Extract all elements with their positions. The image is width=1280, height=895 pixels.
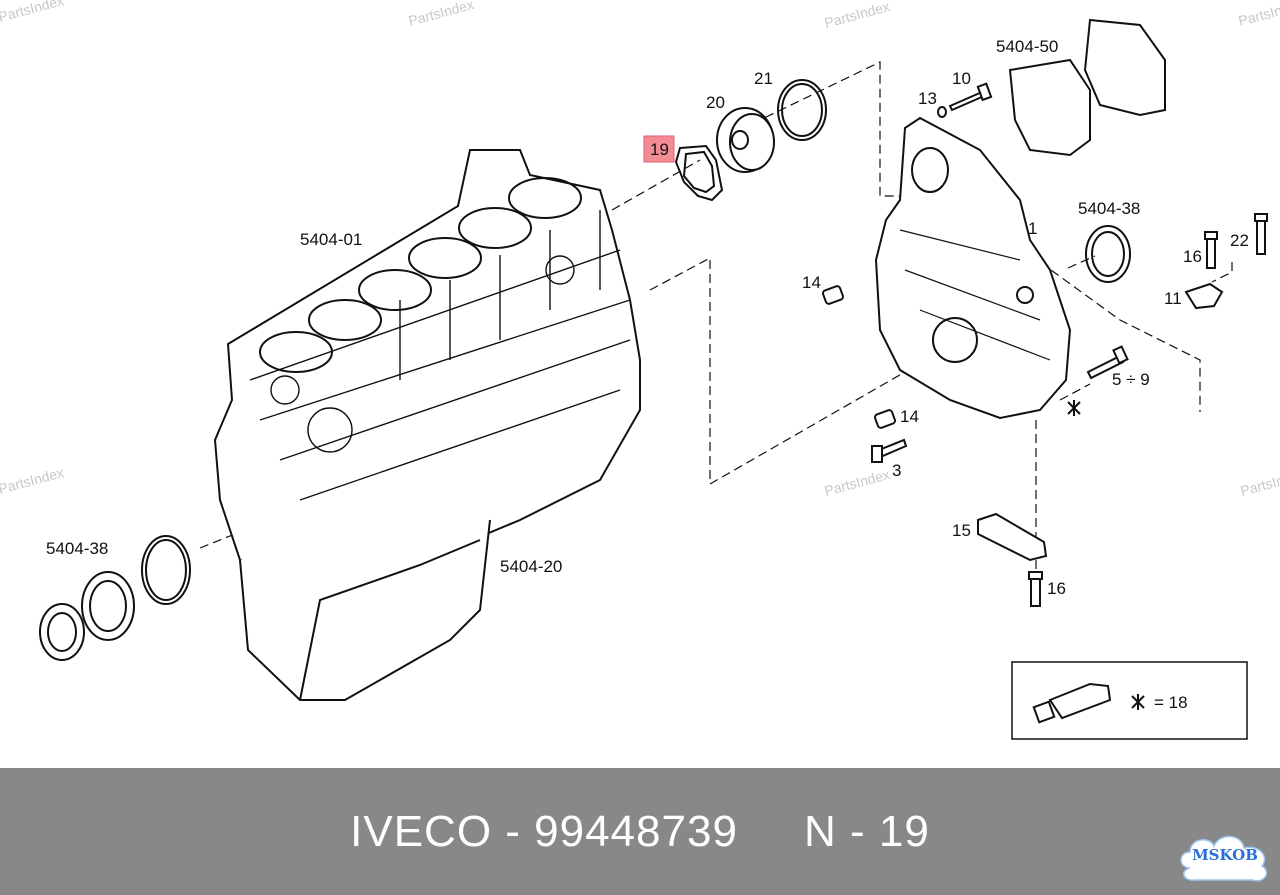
label-block: 5404-01 — [300, 230, 362, 249]
watermark-5: PartsIndex — [0, 464, 65, 497]
watermark-2: PartsIndex — [407, 0, 476, 29]
bolt-5-9 — [1086, 345, 1129, 380]
gasket-19 — [674, 144, 724, 202]
label-14-top: 14 — [802, 273, 821, 292]
watermark-3: PartsIndex — [823, 0, 892, 31]
part-number-caption: IVECO - 99448739 N - 19 — [350, 806, 930, 856]
watermark-7: PartsIndex — [823, 466, 892, 499]
front-seal-5404-38 — [1085, 225, 1131, 283]
plate-15 — [977, 512, 1048, 562]
badge-text: MSKOB — [1192, 846, 1258, 864]
label-11: 11 — [1164, 289, 1182, 308]
rear-seal-assembly — [39, 535, 191, 661]
bolt-16-bottom — [1028, 571, 1043, 607]
washer-13 — [937, 106, 947, 118]
bolt-16-top — [1204, 231, 1218, 269]
dowel-14-bottom — [873, 409, 897, 429]
label-gasket-top: 5404-50 — [996, 37, 1058, 56]
watermark-4: PartsIndex — [1237, 0, 1280, 29]
mskob-badge: MSKOB — [1176, 828, 1274, 886]
label-10: 10 — [952, 69, 971, 88]
label-seal-left: 5404-38 — [46, 539, 108, 558]
sealant-symbol-icon — [1131, 694, 1145, 710]
highlight-19 — [643, 135, 675, 163]
label-19: 19 — [650, 140, 669, 159]
footer-bar: IVECO - 99448739 N - 19 — [0, 768, 1280, 895]
bolt-22 — [1254, 213, 1268, 255]
engine-block — [213, 149, 641, 701]
dowel-14-top — [821, 285, 845, 305]
legend-box: = 18 — [1011, 661, 1248, 740]
label-15: 15 — [952, 521, 971, 540]
bolt-10 — [948, 82, 993, 112]
label-sump: 5404-20 — [500, 557, 562, 576]
gasket-5404-50 — [1008, 18, 1166, 157]
label-seal-right: 5404-38 — [1078, 199, 1140, 218]
label-16-top: 16 — [1183, 247, 1202, 266]
label-3: 3 — [892, 461, 901, 480]
sealant-tube-icon — [1032, 682, 1112, 724]
bolt-3 — [871, 438, 908, 463]
label-13: 13 — [918, 89, 937, 108]
watermark-1: PartsIndex — [0, 0, 65, 25]
label-14-bottom: 14 — [900, 407, 919, 426]
bracket-11 — [1184, 282, 1224, 310]
label-20: 20 — [706, 93, 725, 112]
parts-diagram: PartsIndex PartsIndex PartsIndex PartsIn… — [0, 0, 1280, 740]
o-ring-21 — [777, 79, 827, 141]
part-labels: 5404-01 5404-20 5404-38 5404-38 5404-50 … — [46, 37, 1249, 598]
cover-20 — [716, 107, 775, 173]
label-1: 1 — [1028, 219, 1037, 238]
label-16-bottom: 16 — [1047, 579, 1066, 598]
badge-cloud-shape — [1180, 835, 1268, 882]
label-21: 21 — [754, 69, 773, 88]
label-5-9: 5 ÷ 9 — [1112, 370, 1150, 389]
assembly-lines — [199, 61, 1233, 570]
label-22: 22 — [1230, 231, 1249, 250]
timing-cover-1 — [874, 116, 1072, 420]
sealant-mark — [1067, 400, 1081, 416]
watermark-8: PartsIndex — [1239, 466, 1280, 499]
legend-text: = 18 — [1154, 693, 1188, 712]
